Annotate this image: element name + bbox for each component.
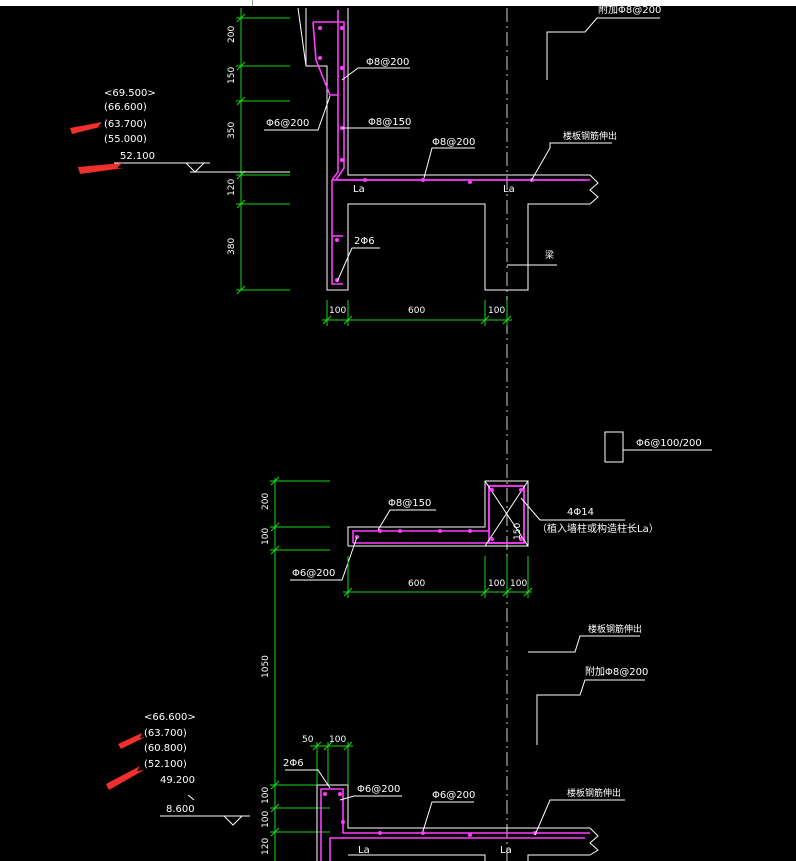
dim-lower-h-100a: 100 — [488, 579, 505, 589]
elev-52100-lower: (52.100) — [144, 759, 187, 770]
elevation-triangle-symbol — [184, 162, 206, 173]
label-4phi14: 4Φ14 — [567, 507, 594, 518]
dim-bottom-50: 50 — [302, 735, 314, 745]
label-slab-rebar-extend-lower-1: 楼板钢筋伸出 — [588, 623, 642, 635]
label-phi8-200-slab: Φ8@200 — [432, 137, 475, 148]
dim-lower-h-100b: 100 — [510, 579, 527, 589]
lower-vertical-dimension-chain: 200 100 1050 100 100 120 — [261, 476, 330, 861]
upper-callouts: 附加Φ8@200 Φ8@200 Φ8@150 Φ6@200 Φ8@200 楼板钢… — [264, 3, 661, 283]
label-phi6-200-a: Φ6@200 — [357, 784, 400, 795]
lower-right-callouts: 楼板钢筋伸出 附加Φ8@200 — [528, 623, 648, 745]
label-2phi6-upper: 2Φ6 — [354, 236, 375, 247]
label-phi6-100-200: Φ6@100/200 — [636, 438, 702, 449]
anchor-la-upper-left: La — [353, 184, 365, 195]
toolbar-separator — [252, 0, 253, 6]
upper-vertical-dimension-chain: 200 150 350 120 380 — [227, 8, 290, 295]
red-arrow-lower-2 — [106, 766, 144, 790]
dim-lower-200: 200 — [261, 493, 271, 510]
label-phi6-200-b: Φ6@200 — [432, 790, 475, 801]
upper-horizontal-dimension-chain: 100 600 100 — [322, 300, 512, 326]
dim-upper-350: 350 — [227, 122, 237, 139]
upper-elevation-stack: <69.500> (66.600) (63.700) (55.000) 52.1… — [104, 88, 290, 173]
label-phi8-200-upper: Φ8@200 — [366, 57, 409, 68]
lower-horizontal-dimension-chain: 600 100 100 — [343, 556, 533, 598]
elev-8600-lower: 8.600 — [166, 804, 195, 815]
elevation-triangle-symbol-lower — [222, 815, 244, 826]
red-arrow-upper-2 — [78, 163, 124, 174]
stirrup-detail-box — [604, 431, 624, 463]
column-size-150: 150 — [513, 523, 523, 540]
dim-upper-h-100a: 100 — [329, 306, 346, 316]
top-cut-label: 附加Φ8@200 — [598, 3, 661, 16]
label-beam: 梁 — [545, 249, 554, 261]
red-arrow-upper-1 — [70, 122, 104, 134]
dim-lower-100a: 100 — [261, 528, 271, 545]
dim-upper-380: 380 — [227, 238, 237, 255]
dim-upper-h-600: 600 — [408, 306, 425, 316]
dim-lower-120: 120 — [261, 838, 271, 855]
anchor-la-lower-left: La — [358, 845, 370, 856]
elev-69500: <69.500> — [104, 88, 156, 99]
elev-66600: (66.600) — [104, 102, 147, 113]
elev-49200-lower: 49.200 — [160, 775, 195, 786]
dim-upper-h-100b: 100 — [488, 306, 505, 316]
lower-cantilever-slab: 150 — [347, 480, 529, 547]
dim-lower-1050: 1050 — [261, 655, 271, 678]
label-phi6-200-lower-left: Φ6@200 — [292, 568, 335, 579]
elev-55000: (55.000) — [104, 134, 147, 145]
label-additional-rebar: 附加Φ8@200 — [585, 665, 648, 678]
label-phi8-150-upper: Φ8@150 — [368, 117, 411, 128]
label-column-note: （植入墙柱或构造柱长La） — [537, 522, 659, 535]
red-arrow-lower-1 — [118, 733, 145, 749]
anchor-la-lower-right: La — [500, 845, 512, 856]
dim-upper-120: 120 — [227, 179, 237, 196]
elev-66600-lower: <66.600> — [144, 712, 196, 723]
label-2phi6-lower: 2Φ6 — [283, 758, 304, 769]
upper-detail: 200 150 350 120 380 — [70, 3, 661, 326]
dim-bottom-100: 100 — [329, 735, 346, 745]
label-phi6-200-upper: Φ6@200 — [266, 118, 309, 129]
upper-rebar — [312, 10, 590, 285]
lower-bottom-detail: 50 100 2Φ6 Φ6@200 Φ6@200 楼板钢筋伸出 La La — [283, 735, 625, 861]
label-slab-rebar-extend-upper: 楼板钢筋伸出 — [563, 130, 617, 142]
elev-63700: (63.700) — [104, 119, 147, 130]
lower-elevation-stack: <66.600> (63.700) (60.800) (52.100) 49.2… — [144, 712, 250, 826]
dim-upper-150: 150 — [227, 67, 237, 84]
top-toolbar-strip — [0, 0, 796, 6]
label-phi8-150-lower: Φ8@150 — [388, 498, 431, 509]
label-slab-rebar-extend-lower-2: 楼板钢筋伸出 — [567, 787, 621, 799]
dim-upper-200: 200 — [227, 26, 237, 43]
upper-concrete-outline — [297, 7, 599, 291]
lower-slab-callouts: Φ8@150 4Φ14 （植入墙柱或构造柱长La） Φ6@200 — [290, 497, 659, 581]
dim-lower-100c: 100 — [261, 811, 271, 828]
lower-detail: Φ6@100/200 200 100 1050 100 100 120 — [106, 431, 712, 861]
elev-60800-lower: (60.800) — [144, 743, 187, 754]
elev-63700-lower: (63.700) — [144, 728, 187, 739]
anchor-la-upper-right: La — [503, 184, 515, 195]
dim-lower-100b: 100 — [261, 787, 271, 804]
elev-52100: 52.100 — [120, 151, 155, 162]
dim-lower-h-600: 600 — [408, 579, 425, 589]
